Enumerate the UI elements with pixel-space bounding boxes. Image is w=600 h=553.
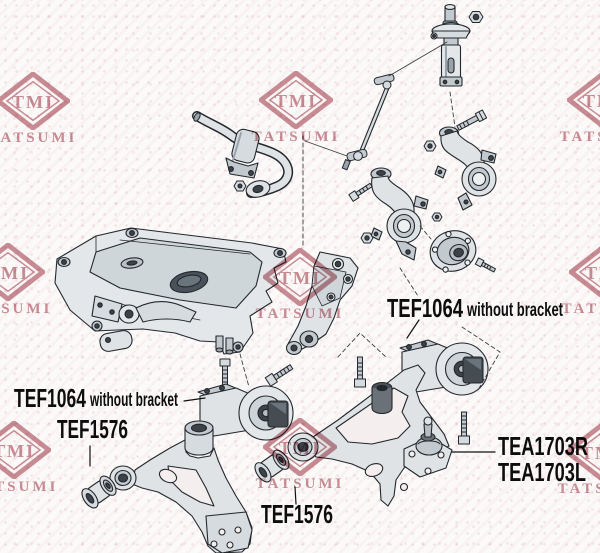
label-leader-lines — [89, 319, 496, 505]
label-tef1576-center: TEF1576 — [261, 499, 333, 529]
knuckle-pinch-bolt — [456, 109, 488, 131]
ball-joint-drawing — [403, 416, 453, 478]
label-tef1064-right: TEF1064 — [387, 293, 463, 323]
strut-top-nut — [468, 11, 484, 23]
subframe-bolt-center — [219, 358, 231, 386]
wheel-hub-drawing — [429, 230, 477, 273]
assembly-lines — [239, 41, 501, 391]
stabilizer-bar-drawing — [192, 111, 294, 198]
mount-bracket-drawing — [285, 251, 359, 356]
stabilizer-end-nut — [233, 180, 247, 192]
label-tef1064-left: TEF1064 — [14, 383, 86, 413]
strut-drawing — [430, 4, 471, 87]
subframe-bolt-diagonal — [264, 364, 294, 387]
hub-nut — [431, 212, 443, 222]
hub-bolt — [474, 257, 497, 273]
left-control-arm-drawing — [109, 420, 253, 553]
center-small-bushing-drawing — [254, 449, 290, 483]
label-tef1576-left: TEF1576 — [57, 414, 128, 444]
knuckle-bolt-left — [348, 182, 373, 202]
label-tef1064-left-note: without bracket — [89, 390, 178, 411]
knuckle-nut-right — [423, 140, 437, 152]
label-tea1703l: TEA1703L — [498, 457, 586, 487]
ball-joint-bolt — [458, 411, 470, 445]
subframe-drawing — [54, 227, 287, 355]
left-knuckle-drawing — [370, 167, 429, 261]
knuckle-nut-left — [360, 232, 374, 244]
subframe-bolt-right — [354, 356, 366, 388]
right-knuckle-drawing — [434, 126, 497, 211]
stabilizer-link-drawing — [341, 73, 395, 171]
label-tef1064-right-note: without bracket — [466, 300, 563, 321]
left-small-bushing-drawing — [81, 475, 117, 509]
